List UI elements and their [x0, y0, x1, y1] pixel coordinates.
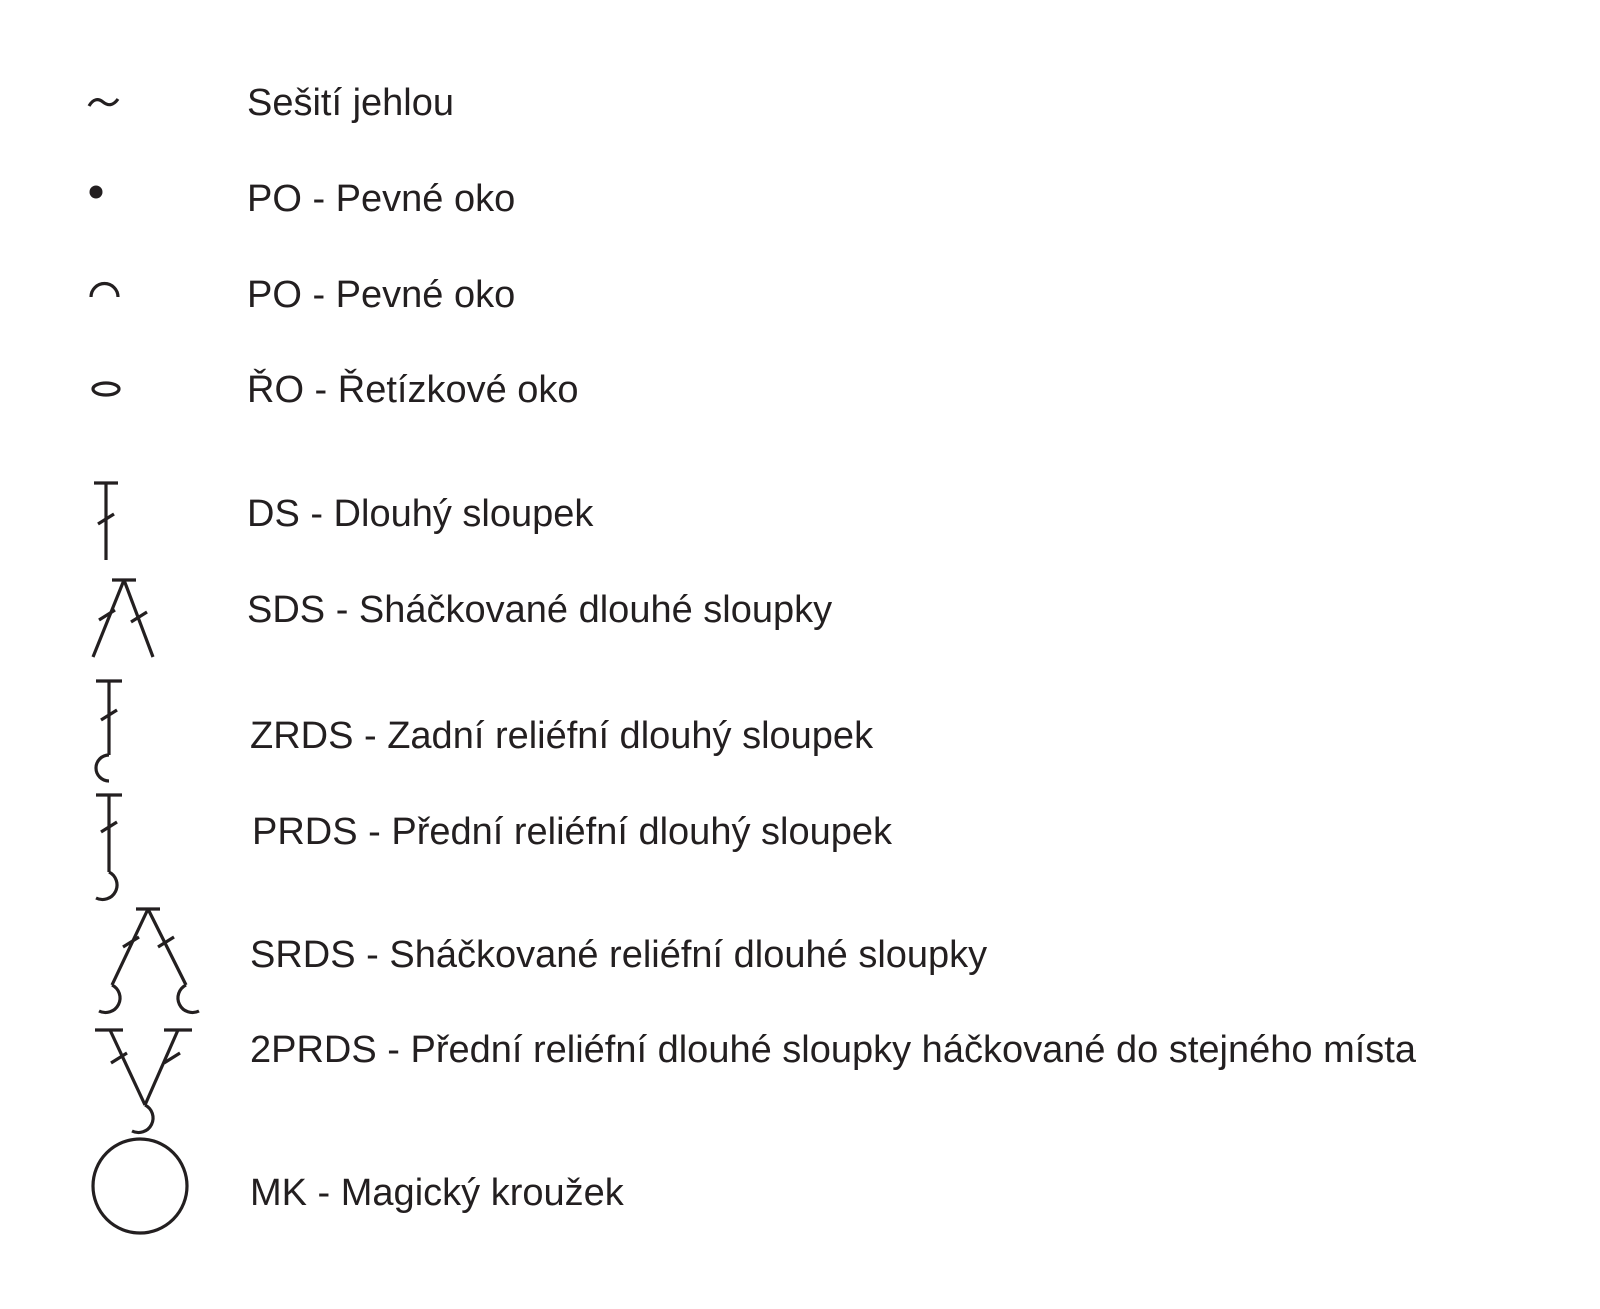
- double-crochet-icon: [94, 481, 118, 560]
- legend-label-tilde: Sešití jehlou: [247, 82, 455, 124]
- tilde-icon: [87, 98, 120, 107]
- legend-label-prds: PRDS - Přední reliéfní dlouhý sloupek: [252, 811, 892, 853]
- front-post-double-crochet-icon: [95, 793, 122, 902]
- legend-label-arc: PO - Pevné oko: [247, 274, 516, 316]
- legend-label-mk: MK - Magický kroužek: [250, 1172, 624, 1214]
- legend-label-srds: SRDS - Sháčkované reliéfní dlouhé sloupk…: [250, 934, 988, 976]
- double-crochet-decrease-icon: [91, 578, 155, 658]
- legend-label-ds: DS - Dlouhý sloupek: [247, 493, 594, 535]
- oval-icon: [91, 381, 121, 397]
- legend-label-dot: PO - Pevné oko: [247, 178, 516, 220]
- legend-label-chain: ŘO - Řetízkové oko: [247, 369, 579, 411]
- dot-icon: [89, 185, 103, 199]
- post-double-crochet-decrease-icon: [98, 907, 200, 1015]
- magic-ring-icon: [91, 1137, 189, 1235]
- arc-icon: [89, 281, 120, 298]
- legend-label-zrds: ZRDS - Zadní reliéfní dlouhý sloupek: [250, 715, 874, 757]
- front-post-double-crochet-increase-icon: [95, 1028, 192, 1135]
- back-post-double-crochet-icon: [94, 679, 122, 783]
- legend-label-2prds: 2PRDS - Přední reliéfní dlouhé sloupky h…: [250, 1029, 1416, 1071]
- legend-label-sds: SDS - Sháčkované dlouhé sloupky: [247, 589, 833, 631]
